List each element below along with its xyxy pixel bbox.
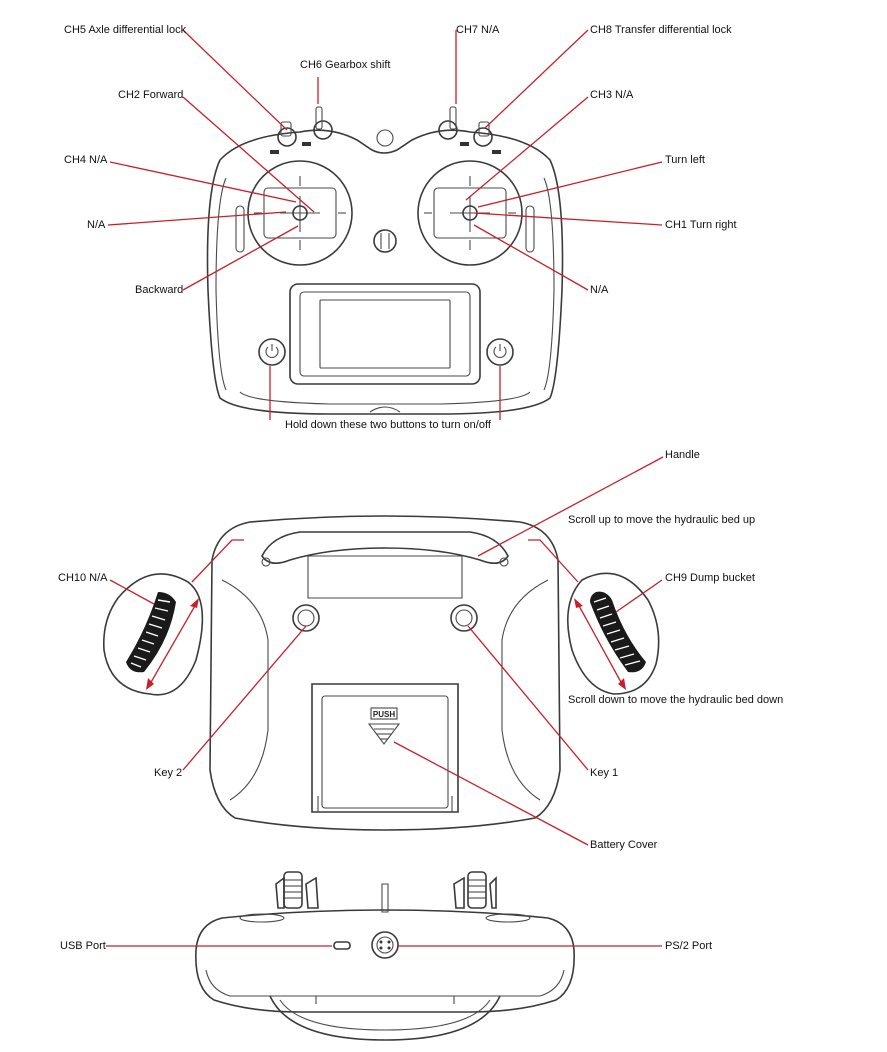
switch-ch8[interactable] [473, 121, 501, 154]
power-button-right[interactable] [486, 338, 514, 366]
label-ch6: CH6 Gearbox shift [300, 59, 390, 71]
switch-ch6[interactable] [302, 106, 333, 146]
power-button-left[interactable] [258, 338, 286, 366]
label-scroll-up: Scroll up to move the hydraulic bed up [568, 514, 755, 526]
handle[interactable] [261, 531, 509, 567]
switch-ch5[interactable] [270, 121, 297, 154]
label-ch8: CH8 Transfer differential lock [590, 24, 732, 36]
usb-port[interactable] [333, 941, 351, 950]
ch10-arrow-down [146, 678, 154, 690]
label-ch1: CH1 Turn right [665, 219, 737, 231]
key-2-button[interactable] [292, 604, 320, 632]
label-usb-port: USB Port [60, 940, 106, 952]
label-handle: Handle [665, 449, 700, 461]
back-view: PUSH [58, 449, 783, 851]
ch10-arrow-up [190, 598, 199, 608]
label-power-note: Hold down these two buttons to turn on/o… [285, 419, 492, 431]
ch9-wheel-grip [590, 591, 646, 673]
push-label: PUSH [373, 710, 395, 719]
label-ch3: CH3 N/A [590, 89, 634, 101]
front-leader-lines [107, 29, 663, 420]
ps2-port[interactable] [371, 931, 399, 959]
switch-ch7[interactable] [438, 106, 469, 146]
label-ch2: CH2 Forward [118, 89, 183, 101]
label-ch9: CH9 Dump bucket [665, 572, 755, 584]
ch10-wheel-grip [126, 592, 176, 673]
label-key1: Key 1 [590, 767, 618, 779]
ch9-arrow-up [574, 598, 583, 608]
label-right-na: N/A [590, 284, 609, 296]
label-ch7: CH7 N/A [456, 24, 500, 36]
lcd-screen [289, 283, 481, 385]
bottom-view: USB Port PS/2 Port [60, 871, 712, 1041]
bottom-switches [275, 871, 497, 913]
label-backward: Backward [135, 284, 183, 296]
label-ch10: CH10 N/A [58, 572, 108, 584]
label-scroll-down: Scroll down to move the hydraulic bed do… [568, 694, 783, 706]
label-ps2-port: PS/2 Port [665, 940, 712, 952]
ch10-scroll-wheel[interactable] [102, 539, 244, 696]
right-joystick[interactable] [417, 160, 523, 266]
label-key2: Key 2 [154, 767, 182, 779]
transmitter-back-body [209, 515, 561, 831]
label-ch4: CH4 N/A [64, 154, 108, 166]
key-1-button[interactable] [450, 604, 478, 632]
center-knob[interactable] [373, 229, 397, 253]
transmitter-front-body [206, 129, 564, 415]
label-turn-left: Turn left [665, 154, 705, 166]
label-battery-cover: Battery Cover [590, 839, 658, 851]
ch9-arrow-down [618, 678, 626, 690]
center-indicator [376, 129, 394, 147]
label-ch5: CH5 Axle differential lock [64, 24, 187, 36]
front-view: CH5 Axle differential lock CH6 Gearbox s… [64, 24, 737, 431]
back-leader-lines [109, 456, 664, 846]
transmitter-bottom-body [195, 909, 575, 1041]
battery-cover[interactable]: PUSH [311, 683, 459, 813]
ch9-scroll-wheel[interactable] [528, 539, 660, 695]
label-left-na: N/A [87, 219, 106, 231]
